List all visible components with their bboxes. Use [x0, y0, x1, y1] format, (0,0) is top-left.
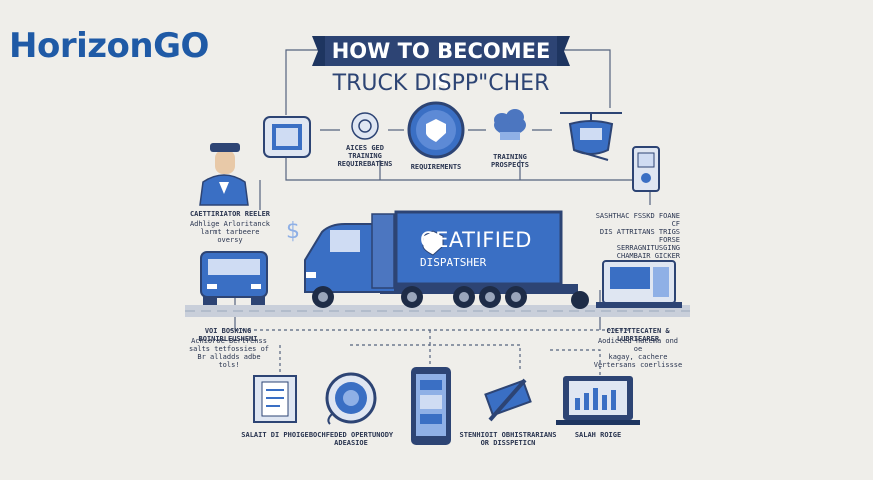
left-bottom-note-body: Achioroe Bertrenss salts tetfossies of B… — [188, 337, 270, 369]
truck-icon — [304, 210, 578, 308]
bottom-step-2-label: BOCHFEDED OPERTUNODY ADEASIOE — [308, 431, 394, 447]
truck-sign-subtitle: DISPATSHER — [420, 256, 487, 269]
truck-sign-title: CEATIFIED — [420, 228, 532, 252]
left-note-title: CAETTIRIATOR REELER — [189, 210, 271, 218]
cloud-icon — [494, 109, 526, 140]
smartphone-icon — [411, 367, 451, 445]
computer-monitor-icon — [571, 260, 682, 309]
diagram-title-line1: HOW TO BECOMEE A — [331, 39, 551, 93]
top-step-2-label: REQUIREMENTS — [410, 163, 462, 171]
road — [185, 305, 690, 317]
mobile-device-icon — [632, 146, 660, 192]
helicopter-icon — [560, 112, 622, 161]
right-note-body: SASHTHAC FSSKD FOANE CF DIS ATTRITANS TR… — [595, 212, 680, 260]
right-bottom-note-title: CIETITTECATEN & LUBRIEARER — [606, 327, 670, 343]
left-bottom-note-title: VOI BOSKING BOINIRLEUSHEMI — [198, 327, 258, 343]
top-step-1-label: AICES GED TRAINING REQUIREBATENS — [337, 144, 393, 168]
brand-logo: HorizonGO — [9, 26, 209, 66]
left-note-body: Adhlige Arloritanck larmt tarbeere overs… — [189, 220, 271, 244]
bus-icon — [200, 251, 268, 305]
bottom-step-1-label: SALAIT DI PHOIGE — [241, 431, 309, 439]
title-banner-shape — [312, 36, 570, 66]
diagram-title-line2: TRUCK DISPP"CHER — [332, 71, 550, 96]
compass-dial-icon — [325, 372, 377, 425]
dollar-icon: $ — [286, 219, 300, 244]
shield-icon — [407, 101, 465, 159]
dispatcher-person-icon — [199, 143, 249, 206]
document-icon — [253, 375, 297, 423]
bottom-step-3-label: STENHIOIT OBHISTRARIANS OR DISSPETICN — [459, 431, 557, 447]
right-bottom-note-body: Aodicted hacema ond oe kagay, cachere Ve… — [593, 337, 683, 369]
gear-badge-icon — [351, 112, 379, 140]
calendar-icon — [263, 116, 311, 158]
bottom-step-4-label: SALAH ROIGE — [574, 431, 622, 439]
top-step-3-label: TRAINING PROSPECTS — [491, 153, 529, 169]
laptop-icon — [556, 376, 640, 425]
toolbox-icon — [484, 378, 532, 422]
